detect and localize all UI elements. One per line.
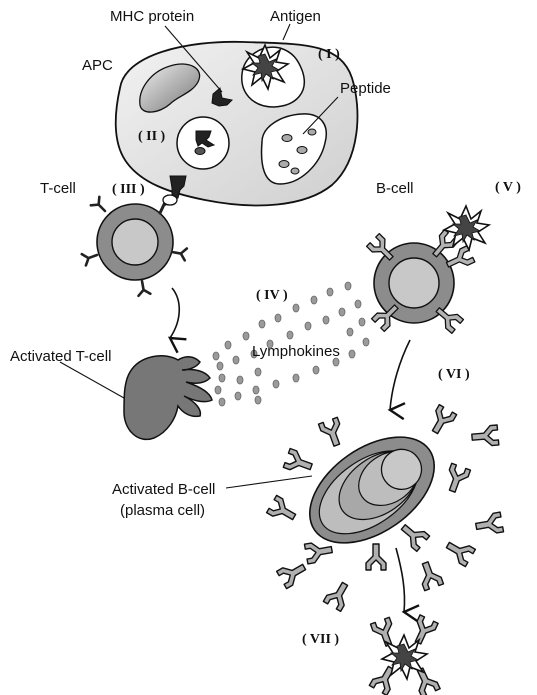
label-peptide: Peptide [340,80,391,97]
antibody-icon [283,448,314,476]
label-activated-t-cell: Activated T-cell [10,348,111,365]
antibody-icon [323,579,353,612]
activated-t-cell [124,356,212,440]
antibody-icon [304,540,333,564]
label-antigen: Antigen [270,8,321,25]
b-cell [367,230,475,334]
antibody-icon [443,463,471,494]
tcr-icon [136,280,150,296]
antigen-antibody-complex [369,615,440,695]
peptide-icon [282,135,292,142]
apc-cell [116,42,358,206]
label-apc: APC [82,57,113,74]
antibody-icon [277,558,310,588]
antibody-icon [267,495,300,525]
peptide-icon [308,129,316,135]
arrow-neutralization [396,548,405,612]
label-lymphokines: Lymphokines [252,343,340,360]
label-t-cell: T-cell [40,180,76,197]
arrow-t-activation [170,288,179,338]
tcr-icon [171,246,187,260]
t-cell [82,195,187,296]
peptide-icon [297,147,307,154]
peptide-icon [279,161,289,168]
b-cell-nucleus [389,258,439,308]
t-cell-nucleus [112,219,158,265]
antibody-icon [416,559,444,590]
label-b-cell: B-cell [376,180,414,197]
peptide-icon [291,168,299,174]
antibody-icon [318,417,346,448]
antibody-icon [471,425,499,447]
label-mhc-protein: MHC protein [110,8,194,25]
label-plasma-cell: (plasma cell) [120,502,205,519]
step-label-ii: ( II ) [138,129,166,144]
step-label-i: ( I ) [318,47,340,62]
label-activated-b-cell: Activated B-cell [112,481,215,498]
tcr-icon [82,249,99,265]
antibody-icon [397,519,430,551]
antibody-icon [426,405,456,438]
antibody-icon [366,544,386,570]
step-label-v: ( V ) [495,180,521,195]
tcr-icon [91,197,109,215]
step-label-vi: ( VI ) [438,367,470,382]
antibody-icon [443,536,476,566]
plasma-cell [291,415,454,564]
step-label-iv: ( IV ) [256,288,288,303]
antibody-icon [474,512,503,536]
peptide-fragment-icon [195,148,205,155]
step-label-vii: ( VII ) [302,632,339,647]
arrow-b-activation [390,340,410,410]
step-label-iii: ( III ) [112,182,145,197]
